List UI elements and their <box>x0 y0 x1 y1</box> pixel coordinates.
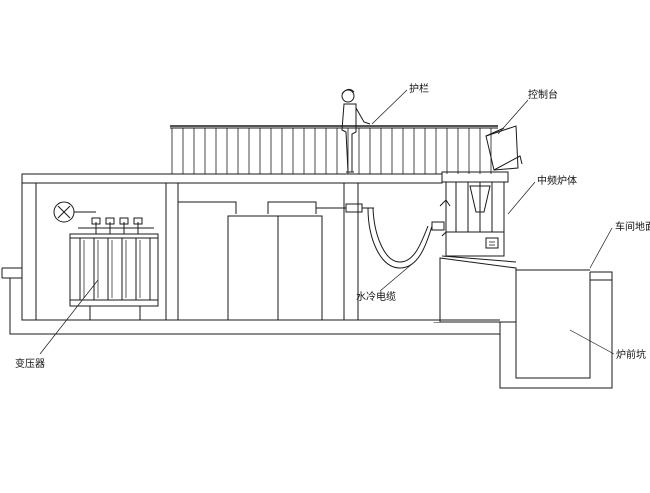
railing <box>170 125 498 174</box>
label-railing: 护栏 <box>409 82 429 95</box>
brick-walls <box>21 182 359 321</box>
label-water-cable: 水冷电缆 <box>356 290 396 303</box>
transformer <box>53 201 159 321</box>
cabinets <box>227 215 323 321</box>
bus-bars <box>178 201 346 214</box>
furnace-foundation <box>439 257 517 323</box>
leader-lines <box>39 89 615 355</box>
foundation-slab <box>9 277 501 335</box>
label-transformer: 变压器 <box>15 357 45 370</box>
label-front-pit: 炉前坑 <box>616 348 646 361</box>
label-workshop-floor: 车间地面 <box>615 220 650 233</box>
ground-left <box>1 267 22 279</box>
label-console: 控制台 <box>528 88 558 101</box>
person-figure <box>341 88 371 173</box>
furnace-body <box>431 171 517 263</box>
label-furnace-body: 中频炉体 <box>537 174 577 187</box>
platform-slab <box>21 173 443 184</box>
water-cooled-cable <box>345 199 451 269</box>
control-console <box>485 125 523 171</box>
pit-structure <box>499 269 613 389</box>
